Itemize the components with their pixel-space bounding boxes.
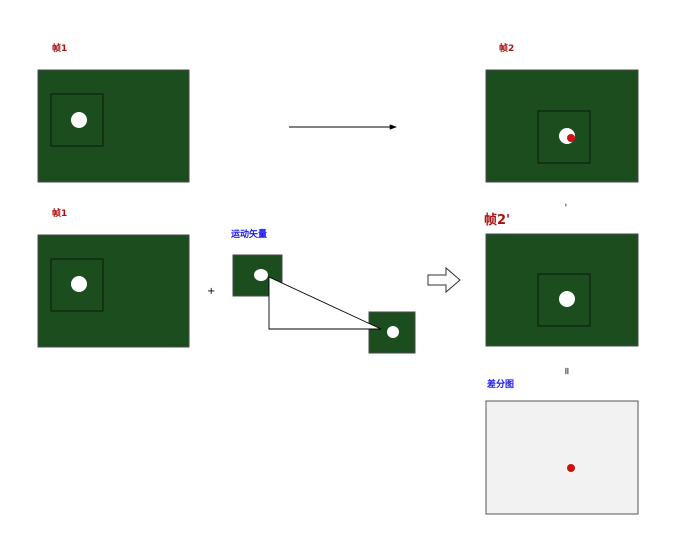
macroblock-outline	[537, 110, 591, 164]
difference-map	[485, 400, 639, 515]
ball	[559, 291, 575, 307]
motion-vector-triangle	[268, 276, 382, 330]
motion-vector-diagram	[232, 254, 416, 354]
minus-operator: -	[559, 203, 571, 207]
hollow-arrow	[427, 266, 461, 294]
frame2-label: 帧2	[499, 44, 515, 54]
frame1-bottom-label: 帧1	[52, 209, 68, 219]
frame2	[485, 69, 639, 183]
difference-map-label: 差分图	[487, 380, 515, 390]
plus-operator: +	[207, 286, 216, 297]
frame1-bottom	[37, 234, 190, 348]
frame2-prime	[485, 233, 639, 347]
frame1-top-label: 帧1	[52, 44, 68, 54]
macroblock-outline	[50, 93, 104, 147]
ball	[71, 276, 87, 292]
ball	[71, 112, 87, 128]
frame1-top	[37, 69, 190, 183]
ball	[254, 269, 268, 281]
macroblock-outline	[537, 273, 591, 327]
equals-operator: =	[561, 366, 573, 376]
ball-highlight	[567, 134, 575, 142]
motion-vector-label: 运动矢量	[231, 230, 268, 240]
macroblock-outline	[50, 258, 104, 312]
frame2-prime-label: 帧2'	[484, 213, 511, 228]
ball	[387, 326, 399, 338]
difference-dot	[567, 464, 575, 472]
